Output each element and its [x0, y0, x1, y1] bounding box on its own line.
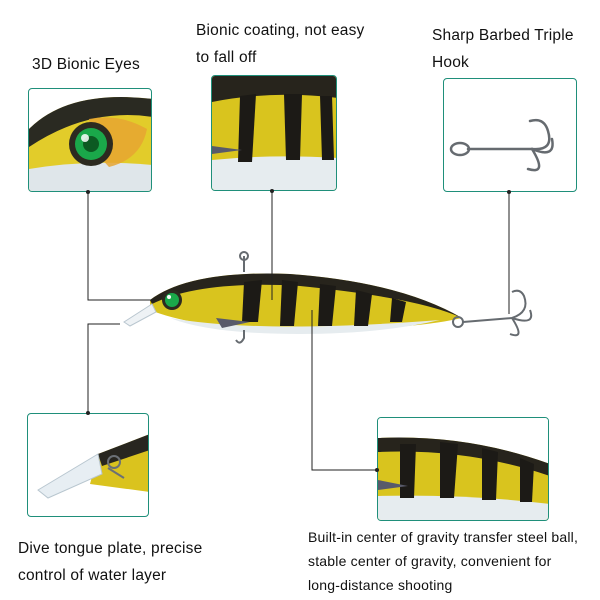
hook-detail-card — [443, 78, 577, 192]
coating-label: Bionic coating, not easy to fall off — [196, 22, 365, 66]
leader-lines — [87, 191, 510, 471]
tongue-closeup-image — [37, 434, 148, 499]
gravity-leader-line — [311, 310, 377, 471]
eyes-label: 3D Bionic Eyes — [32, 56, 140, 73]
lure-dive-lip — [123, 303, 157, 327]
gravity-label: Built-in center of gravity transfer stee… — [308, 529, 579, 593]
lure-tail-hook — [452, 289, 533, 337]
lure-body — [150, 273, 462, 330]
coating-closeup-image — [212, 76, 336, 190]
gravity-detail-card — [377, 417, 549, 521]
eye-closeup-image — [29, 97, 151, 191]
tongue-detail-card — [27, 413, 149, 517]
coating-detail-card — [211, 75, 337, 191]
hook-closeup-image — [449, 118, 554, 172]
tongue-leader-line — [87, 323, 120, 413]
eyes-detail-card — [28, 88, 152, 192]
hook-label: Sharp Barbed Triple Hook — [432, 27, 574, 71]
eyes-leader-line — [87, 192, 156, 301]
gravity-closeup-image — [378, 418, 548, 520]
tongue-label: Dive tongue plate, precise control of wa… — [18, 540, 203, 584]
